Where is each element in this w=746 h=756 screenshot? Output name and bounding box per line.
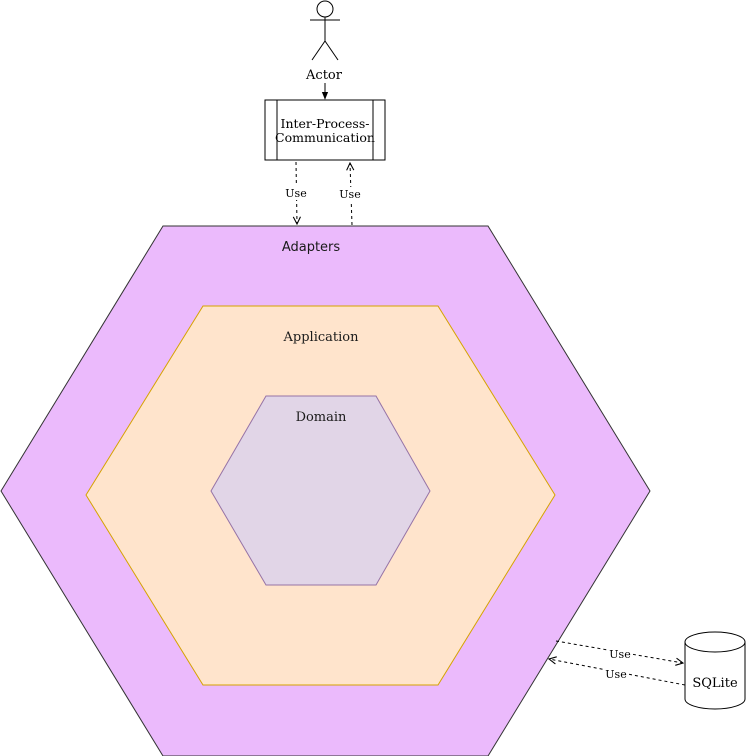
adapters-to-ipc-label-bg xyxy=(338,187,362,201)
ipc-to-adapters-label-bg xyxy=(284,186,308,200)
db-to-adapters-label: Use xyxy=(605,668,626,681)
adapters-to-db-label-bg xyxy=(607,647,633,661)
application-label: Application xyxy=(283,330,360,345)
adapters-label: Adapters xyxy=(282,240,341,255)
db-to-adapters-edge[interactable] xyxy=(549,659,686,686)
domain-hexagon[interactable] xyxy=(210,395,431,586)
actor-icon[interactable] xyxy=(310,0,340,61)
adapters-to-ipc-label: Use xyxy=(339,188,360,201)
ipc-to-adapters-label: Use xyxy=(285,187,306,200)
db-to-adapters-label-bg xyxy=(603,667,629,681)
ipc-process-box[interactable] xyxy=(264,99,386,161)
domain-label: Domain xyxy=(296,410,347,425)
ipc-label-line2: Communication xyxy=(275,130,375,145)
database-label: SQLite xyxy=(692,676,738,691)
ipc-label-line1: Inter-Process- xyxy=(281,116,370,131)
adapters-to-db-label: Use xyxy=(609,648,630,661)
actor-label: Actor xyxy=(305,68,343,83)
database-cylinder-icon[interactable] xyxy=(684,631,746,710)
